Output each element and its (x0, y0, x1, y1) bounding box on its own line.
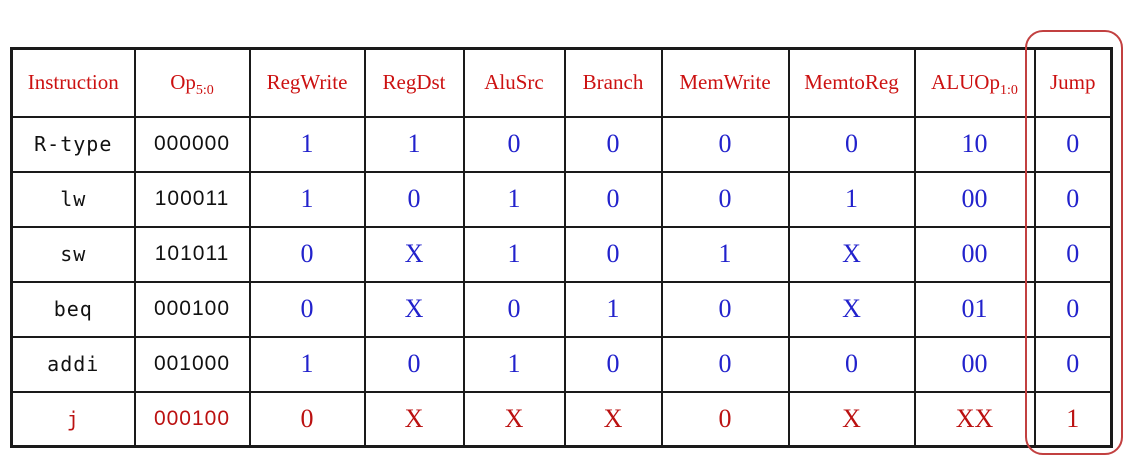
column-header-memwrite: MemWrite (660, 47, 790, 118)
signal-value-cell: 0 (660, 115, 790, 173)
control-signal-table: Instruction Op5:0 RegWrite RegDst AluSrc Bran… (10, 47, 1113, 448)
signal-value-cell: X (787, 280, 916, 338)
signal-value-cell: X (363, 390, 465, 448)
signal-value-cell: 0 (462, 115, 566, 173)
column-header-regdst: RegDst (363, 47, 465, 118)
signal-value-cell: 0 (660, 390, 790, 448)
column-header-jump: Jump (1033, 47, 1113, 118)
signal-value-cell: 0 (363, 335, 465, 393)
signal-value-cell: 0 (660, 170, 790, 228)
signal-value-cell: X (462, 390, 566, 448)
instruction-cell: sw (10, 225, 136, 283)
signal-value-cell: 1 (462, 335, 566, 393)
signal-value-cell: 1 (248, 115, 366, 173)
column-header-label: ALUOp (931, 70, 1000, 95)
column-header-label: Instruction (27, 70, 119, 95)
signal-value-cell: 0 (363, 170, 465, 228)
opcode-cell: 100011 (133, 170, 251, 228)
signal-value-cell: 1 (660, 225, 790, 283)
signal-value-cell: 00 (913, 170, 1036, 228)
header-row: Instruction Op5:0 RegWrite RegDst AluSrc Bran… (10, 47, 1113, 118)
signal-value-cell: 0 (462, 280, 566, 338)
column-header-label: Branch (582, 70, 644, 95)
column-header-label: RegWrite (266, 70, 348, 95)
signal-value-cell: X (363, 280, 465, 338)
instruction-cell: j (10, 390, 136, 448)
signal-value-cell: 1 (462, 170, 566, 228)
signal-value-cell: X (787, 390, 916, 448)
column-header-instruction: Instruction (10, 47, 136, 118)
instruction-cell: lw (10, 170, 136, 228)
opcode-cell: 000100 (133, 280, 251, 338)
opcode-cell: 101011 (133, 225, 251, 283)
signal-value-cell: 0 (1033, 225, 1113, 283)
column-header-label: RegDst (382, 70, 446, 95)
signal-value-cell: 0 (1033, 280, 1113, 338)
signal-value-cell: 1 (563, 280, 663, 338)
signal-value-cell: 10 (913, 115, 1036, 173)
column-header-label: MemWrite (679, 70, 771, 95)
signal-value-cell: 1 (363, 115, 465, 173)
instruction-cell: R-type (10, 115, 136, 173)
signal-value-cell: 00 (913, 225, 1036, 283)
column-header-branch: Branch (563, 47, 663, 118)
signal-value-cell: 1 (462, 225, 566, 283)
signal-value-cell: X (787, 225, 916, 283)
opcode-cell: 001000 (133, 335, 251, 393)
opcode-cell: 000000 (133, 115, 251, 173)
signal-value-cell: 1 (248, 335, 366, 393)
opcode-cell: 000100 (133, 390, 251, 448)
column-header-subscript: 5:0 (195, 83, 214, 99)
signal-value-cell: 01 (913, 280, 1036, 338)
column-header-label: Jump (1049, 70, 1096, 95)
signal-value-cell: 1 (1033, 390, 1113, 448)
instruction-cell: addi (10, 335, 136, 393)
column-header-op: Op5:0 (133, 47, 251, 118)
signal-value-cell: 0 (563, 335, 663, 393)
signal-value-cell: 0 (248, 225, 366, 283)
column-header-memtoreg: MemtoReg (787, 47, 916, 118)
instruction-cell: beq (10, 280, 136, 338)
signal-value-cell: 0 (660, 280, 790, 338)
signal-value-cell: 0 (660, 335, 790, 393)
column-header-aluop: ALUOp1:0 (913, 47, 1036, 118)
signal-value-cell: 0 (563, 225, 663, 283)
signal-value-cell: 0 (1033, 115, 1113, 173)
signal-value-cell: X (363, 225, 465, 283)
signal-value-cell: 0 (1033, 335, 1113, 393)
column-header-label: MemtoReg (804, 70, 899, 95)
signal-value-cell: 0 (787, 335, 916, 393)
signal-value-cell: X (563, 390, 663, 448)
column-header-regwrite: RegWrite (248, 47, 366, 118)
column-header-subscript: 1:0 (999, 83, 1018, 99)
signal-value-cell: 0 (563, 115, 663, 173)
signal-value-cell: 1 (248, 170, 366, 228)
signal-value-cell: 0 (563, 170, 663, 228)
column-header-alusrc: AluSrc (462, 47, 566, 118)
column-header-label: Op (170, 70, 196, 95)
signal-value-cell: 0 (248, 280, 366, 338)
signal-value-cell: 00 (913, 335, 1036, 393)
column-header-label: AluSrc (484, 70, 544, 95)
signal-value-cell: 0 (787, 115, 916, 173)
signal-value-cell: XX (913, 390, 1036, 448)
signal-value-cell: 1 (787, 170, 916, 228)
signal-value-cell: 0 (1033, 170, 1113, 228)
signal-value-cell: 0 (248, 390, 366, 448)
